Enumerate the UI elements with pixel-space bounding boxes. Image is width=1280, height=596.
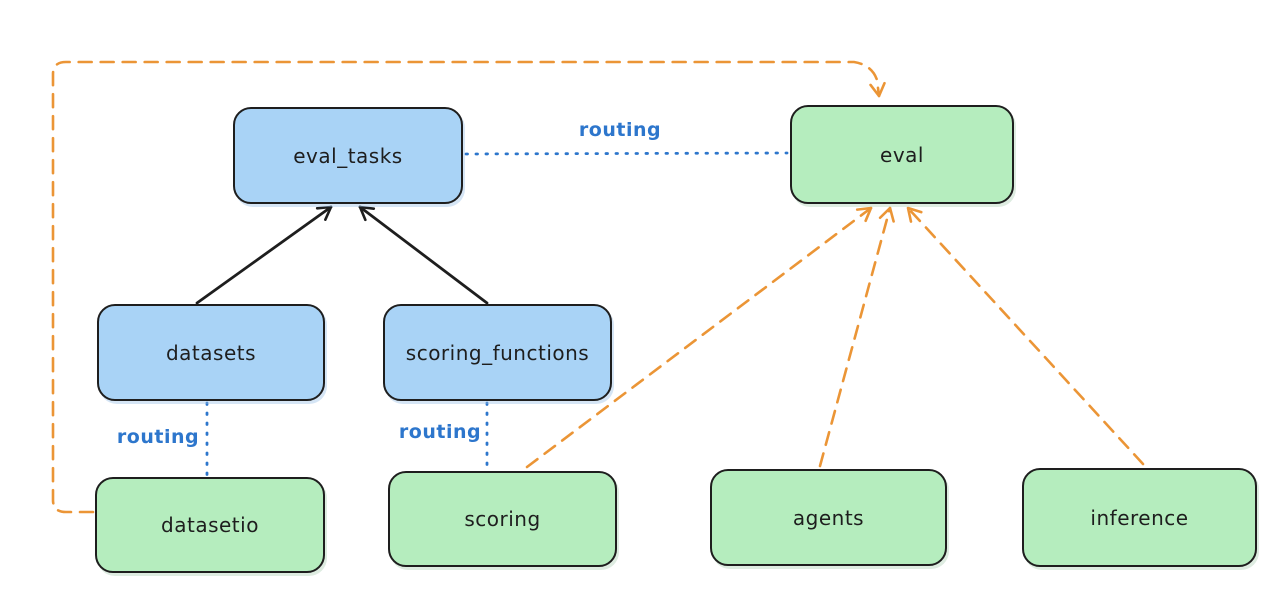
node-datasets-label: datasets [165, 340, 257, 365]
node-inference: inference [1022, 468, 1257, 567]
node-datasets: datasets [97, 304, 325, 401]
node-agents: agents [710, 469, 947, 566]
edge-datasetio-to-eval [51, 60, 886, 514]
node-eval-tasks-label: eval_tasks [293, 143, 403, 168]
node-eval-label: eval [880, 142, 924, 167]
edge-label-routing-left: routing [116, 426, 200, 448]
node-scoring: scoring [388, 471, 617, 567]
node-datasetio: datasetio [95, 477, 325, 573]
node-scoring-functions-label: scoring_functions [405, 340, 590, 365]
edge-inference-to-eval [906, 206, 1145, 466]
edge-scoring_functions-to-eval_tasks [358, 205, 489, 305]
edge-agents-to-eval [818, 206, 895, 468]
edge-label-routing-mid: routing [398, 421, 482, 443]
node-scoring-functions: scoring_functions [383, 304, 612, 401]
node-datasetio-label: datasetio [161, 513, 259, 537]
edge-label-routing-top: routing [578, 119, 662, 141]
edge-eval_tasks-to-eval [464, 151, 789, 156]
node-inference-label: inference [1090, 505, 1189, 530]
edge-scoring-to-eval [525, 206, 873, 469]
node-scoring-label: scoring [464, 507, 541, 531]
node-agents-label: agents [792, 505, 865, 530]
edge-datasets-to-eval_tasks [195, 205, 333, 305]
node-eval-tasks: eval_tasks [233, 107, 463, 204]
node-eval: eval [790, 105, 1014, 204]
